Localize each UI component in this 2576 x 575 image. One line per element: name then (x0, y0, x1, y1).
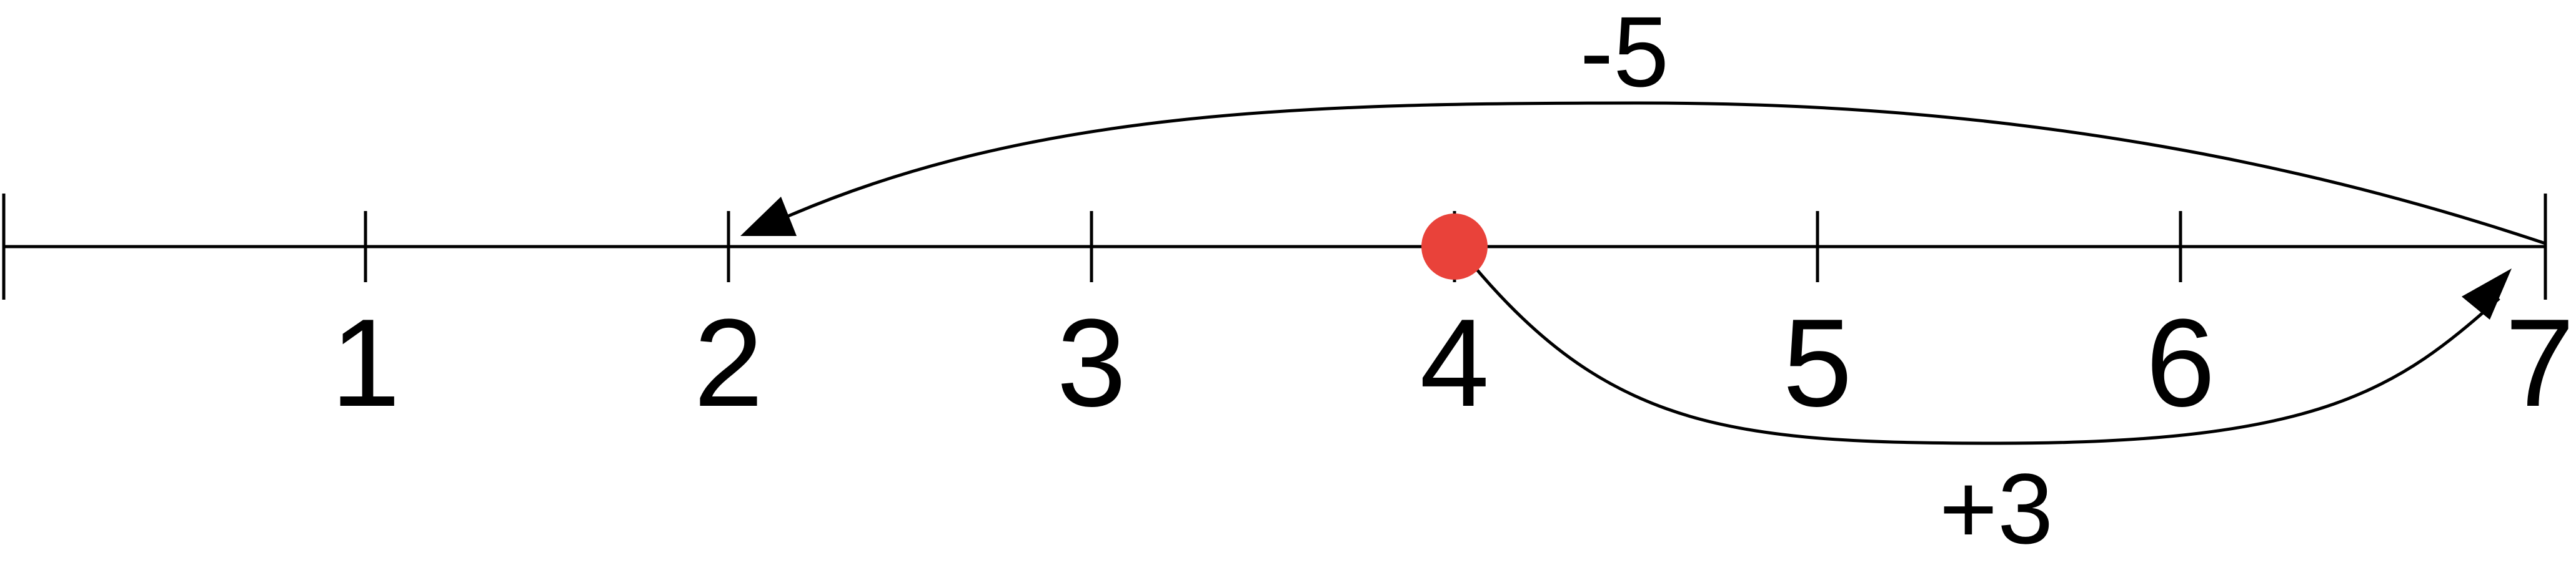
jump-plus-3-arc (1472, 264, 2500, 445)
tick-label-2: 2 (694, 293, 763, 433)
arrowhead-icon (2462, 268, 2512, 320)
jump-minus-5-arc (778, 101, 2546, 245)
jump-label-minus-5: -5 (1580, 0, 1669, 107)
tick-label-6: 6 (2146, 293, 2215, 433)
tick-label-1: 1 (331, 293, 400, 433)
tick-label-5: 5 (1783, 293, 1852, 433)
start-point-dot (1421, 214, 1488, 280)
tick-label-3: 3 (1057, 293, 1126, 433)
tick-labels: 1 2 3 4 5 6 7 (331, 293, 2574, 433)
jump-label-plus-3: +3 (1939, 453, 2053, 564)
arrowhead-icon (740, 197, 797, 236)
tick-label-7: 7 (2505, 293, 2574, 433)
tick-label-4: 4 (1420, 293, 1489, 433)
